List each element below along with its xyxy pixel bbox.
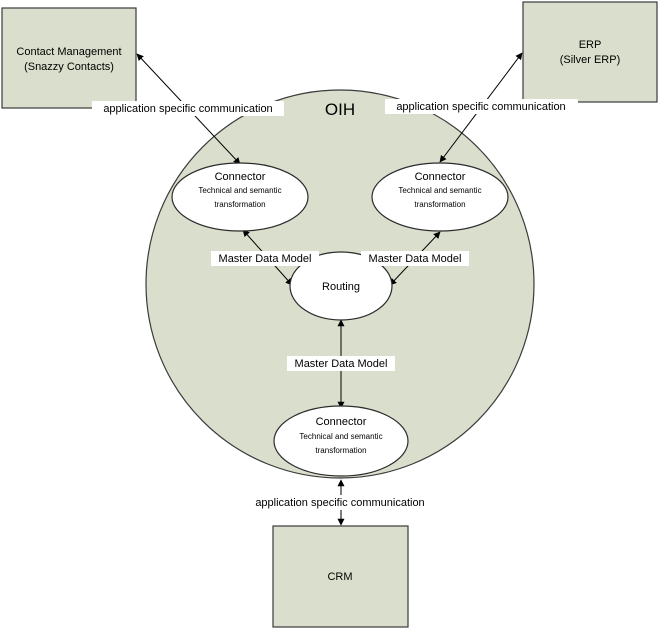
connector-crm[interactable]: Connector Technical and semantic transfo… [273,405,409,477]
connector-erp-desc-1: Technical and semantic [398,186,481,195]
edge-label-mdm-left: Master Data Model [219,253,312,265]
contact-management-label-1: Contact Management [16,46,121,58]
connector-erp-title: Connector [415,171,466,183]
crm-label: CRM [327,571,352,583]
connector-erp-desc-2: transformation [414,200,465,209]
connector-contacts-desc-1: Technical and semantic [198,186,281,195]
edge-label-mdm-bottom: Master Data Model [295,358,388,370]
connector-contacts[interactable]: Connector Technical and semantic transfo… [171,162,309,232]
contact-management-label-2: (Snazzy Contacts) [24,61,114,73]
connector-crm-desc-2: transformation [315,446,366,455]
routing-label: Routing [322,281,360,293]
routing-node[interactable]: Routing [289,251,393,321]
erp-label-1: ERP [579,39,602,51]
edge-label-app-comm-right: application specific communication [396,101,565,113]
connector-crm-title: Connector [316,416,367,428]
connector-contacts-desc-2: transformation [214,200,265,209]
connector-erp[interactable]: Connector Technical and semantic transfo… [371,162,509,232]
erp-label-2: (Silver ERP) [560,54,621,66]
connector-contacts-title: Connector [215,171,266,183]
edge-label-app-comm-bottom: application specific communication [255,497,424,509]
oih-title: OIH [325,100,355,119]
erp-box[interactable]: ERP (Silver ERP) [522,1,658,103]
connector-crm-desc-1: Technical and semantic [299,432,382,441]
edge-label-app-comm-left: application specific communication [103,103,272,115]
crm-box[interactable]: CRM [272,525,409,628]
contact-management-box[interactable]: Contact Management (Snazzy Contacts) [1,7,137,109]
edge-label-mdm-right: Master Data Model [369,253,462,265]
